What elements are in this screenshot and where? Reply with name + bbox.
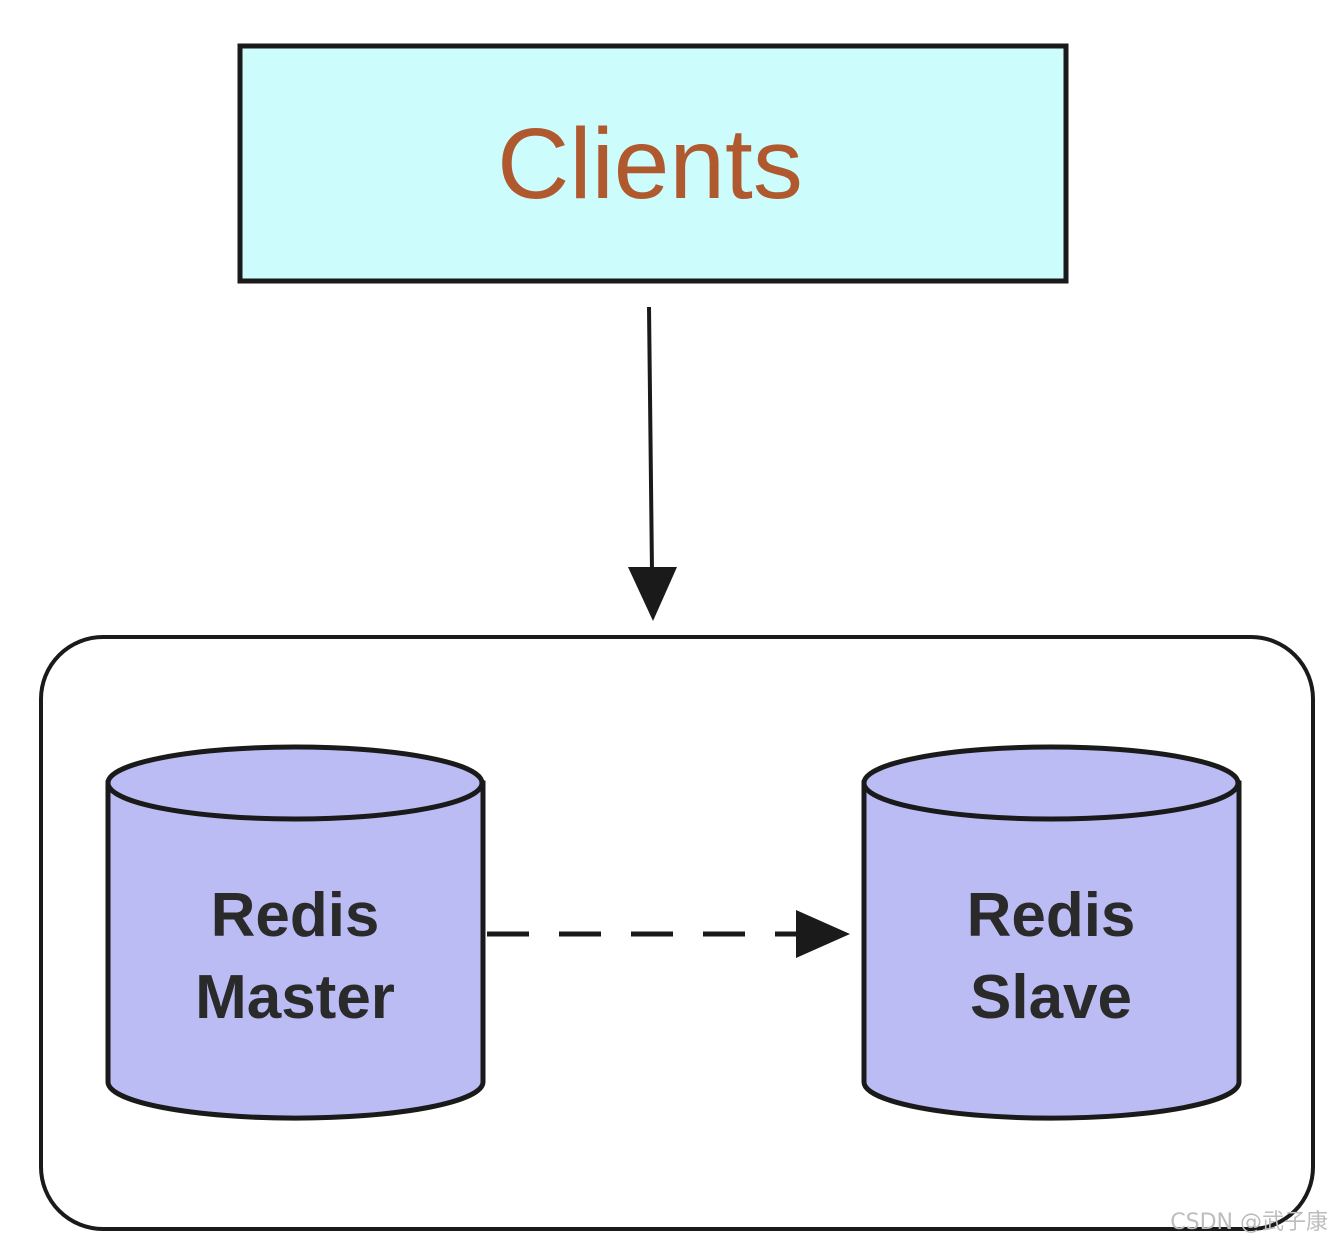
redis-master-node: Redis Master	[105, 744, 486, 1121]
watermark-text: CSDN @武子康	[1170, 1210, 1328, 1235]
slave-cylinder-body	[861, 780, 1242, 1121]
cluster-container	[39, 635, 1315, 1231]
redis-slave-node: Redis Slave	[861, 744, 1242, 1121]
master-label-line2: Master	[195, 963, 395, 1032]
clients-to-cluster-arrow	[628, 306, 677, 621]
clients-node: Clients	[237, 43, 1069, 284]
arrow-shaft	[647, 306, 654, 573]
replication-arrow	[487, 910, 850, 958]
master-cylinder-top	[105, 744, 485, 822]
slave-cylinder-top	[861, 744, 1241, 822]
replication-arrow-head	[796, 910, 850, 958]
clients-box	[237, 43, 1069, 284]
clients-label: Clients	[497, 108, 803, 220]
arrow-head	[628, 567, 677, 621]
master-cylinder-body	[105, 780, 486, 1121]
slave-label-line2: Slave	[970, 963, 1132, 1032]
master-label-line1: Redis	[211, 881, 380, 950]
slave-label-line1: Redis	[967, 881, 1136, 950]
